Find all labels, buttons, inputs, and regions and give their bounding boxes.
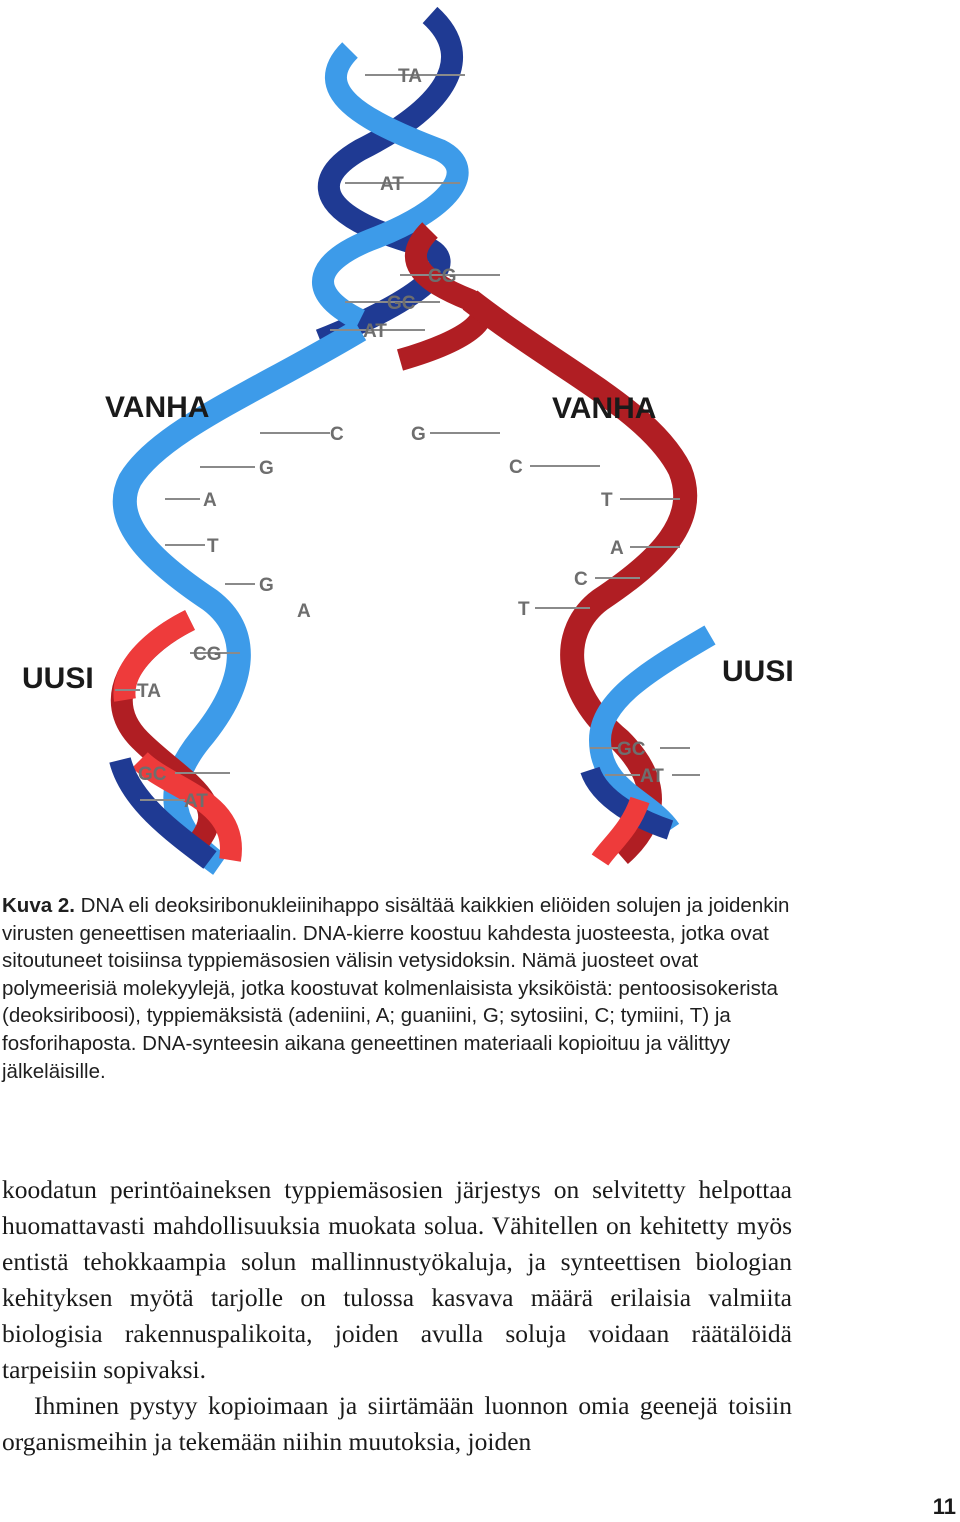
right-new-pair-2: AT bbox=[640, 766, 664, 787]
label-new-right: UUSI bbox=[722, 655, 794, 688]
right-base-4: A bbox=[610, 538, 624, 559]
left-lower-dark-blue bbox=[109, 756, 217, 869]
right-base-5: C bbox=[574, 569, 588, 590]
top-pair-4: GC bbox=[387, 293, 416, 314]
right-new-strand-dark-blue bbox=[580, 766, 674, 840]
left-new-pair-3: GC bbox=[138, 764, 167, 785]
right-base-1: G bbox=[411, 424, 426, 445]
top-pair-3: CG bbox=[428, 266, 457, 287]
top-helix-light-blue-strand bbox=[312, 42, 469, 330]
left-base-3: A bbox=[203, 490, 217, 511]
right-base-2: C bbox=[509, 457, 523, 478]
page-number: 11 bbox=[932, 1494, 956, 1519]
left-base-5: G bbox=[259, 575, 274, 596]
left-new-pair-4: AT bbox=[184, 791, 208, 812]
body-paragraph-1: koodatun perintöaineksen typpiemäsosien … bbox=[2, 1175, 792, 1384]
right-base-3: T bbox=[601, 490, 613, 511]
right-lower-light-red bbox=[591, 796, 650, 866]
label-new-left: UUSI bbox=[22, 662, 94, 695]
left-base-4: T bbox=[207, 536, 219, 557]
left-new-pair-2: TA bbox=[137, 681, 161, 702]
right-old-strand-dark-red bbox=[462, 290, 698, 865]
base-tick-lines bbox=[115, 74, 700, 801]
figure-caption: Kuva 2. DNA eli deoksiribonukleiinihappo… bbox=[2, 892, 802, 1085]
right-new-pair-1: GC bbox=[617, 739, 646, 760]
top-pair-2: AT bbox=[380, 174, 404, 195]
caption-lead: Kuva 2. bbox=[2, 894, 75, 917]
right-base-6: T bbox=[518, 599, 530, 620]
label-old-left: VANHA bbox=[105, 391, 209, 424]
top-pair-5: AT bbox=[363, 321, 387, 342]
label-old-right: VANHA bbox=[552, 392, 656, 425]
left-new-pair-1: CG bbox=[193, 644, 222, 665]
caption-text: DNA eli deoksiribonukleiinihappo sisältä… bbox=[2, 894, 790, 1083]
left-base-2: G bbox=[259, 458, 274, 479]
left-base-6: A bbox=[297, 601, 311, 622]
body-text: koodatun perintöaineksen typpiemäsosien … bbox=[2, 1172, 792, 1460]
left-base-1: C bbox=[330, 424, 344, 445]
dna-replication-figure: VANHA VANHA UUSI UUSI TA AT CG GC AT C G… bbox=[22, 6, 794, 875]
top-pair-1: TA bbox=[398, 66, 422, 87]
body-paragraph-2: Ihminen pystyy kopioimaan ja siirtämään … bbox=[2, 1391, 792, 1456]
